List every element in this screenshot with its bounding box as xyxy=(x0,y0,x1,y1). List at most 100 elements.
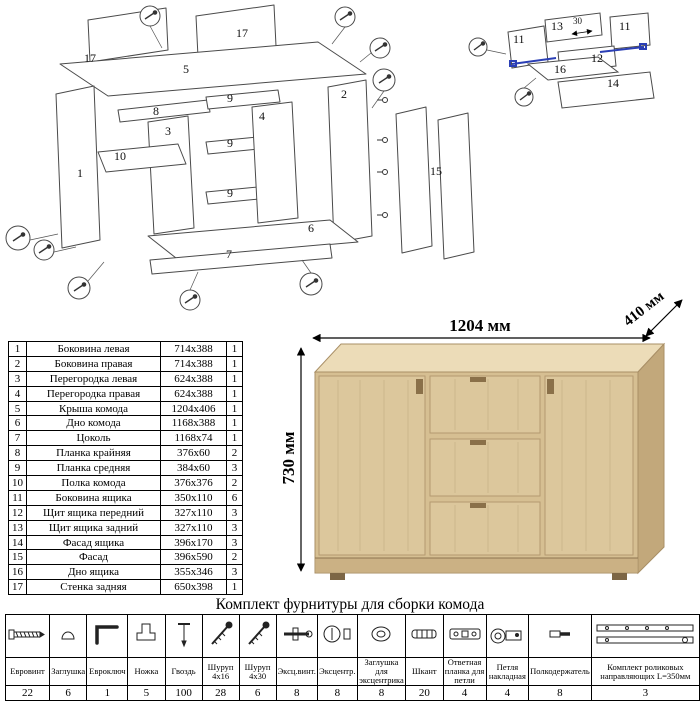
part-name: Боковина левая xyxy=(26,341,161,357)
hardware-item-qty: 6 xyxy=(48,685,88,701)
part-number-callout: 16 xyxy=(554,62,566,76)
callout-leader-lines xyxy=(29,25,537,291)
part-number-callout: 12 xyxy=(591,51,603,65)
hardware-item-label: Комплект роликовых направляющих L=350мм xyxy=(590,657,700,686)
foot-icon xyxy=(127,614,166,658)
part-name: Крыша комода xyxy=(26,400,161,417)
part-dims: 327x110 xyxy=(160,504,227,521)
hardware-item-qty: 8 xyxy=(275,685,318,701)
cam-fitting-icons xyxy=(377,97,388,218)
part-dims: 624x388 xyxy=(160,370,227,387)
part-number-callout: 11 xyxy=(619,19,631,33)
dimension-arrows xyxy=(296,299,683,572)
part-name: Фасад xyxy=(26,549,161,566)
part-dims: 384x60 xyxy=(160,460,227,477)
hardware-item-label: Полкодержатель xyxy=(528,657,592,686)
hardware-item-qty: 4 xyxy=(485,685,530,701)
part-num: 3 xyxy=(8,370,27,387)
part-name: Планка крайняя xyxy=(26,445,161,462)
part-num: 10 xyxy=(8,475,27,491)
hardware-item-qty: 22 xyxy=(5,685,50,701)
part-name: Боковина ящика xyxy=(26,489,161,506)
part-qty: 3 xyxy=(226,534,243,551)
hardware-item-qty: 100 xyxy=(164,685,203,701)
part-number-callout: 6 xyxy=(308,221,314,235)
part-name: Дно ящика xyxy=(26,564,161,581)
part-num: 12 xyxy=(8,504,27,521)
part-number-callout: 1 xyxy=(77,166,83,180)
part-dims: 650x398 xyxy=(160,579,227,596)
hardware-item-label: Евровинт xyxy=(5,657,50,686)
part-qty: 3 xyxy=(226,460,243,477)
part-qty: 1 xyxy=(226,355,243,372)
part-dims: 714x388 xyxy=(160,355,227,372)
hinge-plate-icon xyxy=(442,614,487,658)
part-qty: 3 xyxy=(226,519,243,536)
cam-cover-icon xyxy=(356,614,407,658)
part-number-callout: 9 xyxy=(227,136,233,150)
part-name: Стенка задняя xyxy=(26,579,161,596)
shelf-pin-icon xyxy=(528,614,592,658)
part-num: 9 xyxy=(8,460,27,477)
exploded-panels xyxy=(55,4,475,275)
roller-guide-icon xyxy=(509,43,647,67)
part-name: Перегородка правая xyxy=(26,385,161,402)
part-num: 11 xyxy=(8,489,27,506)
dresser-foot xyxy=(612,573,627,580)
part-number-callout: 9 xyxy=(227,91,233,105)
hardware-item-qty: 6 xyxy=(238,685,277,701)
part-num: 16 xyxy=(8,564,27,581)
part-dims: 1204x406 xyxy=(160,400,227,417)
hardware-item-label: Шкант xyxy=(405,657,444,686)
part-name: Цоколь xyxy=(26,430,161,447)
plug-icon xyxy=(48,614,88,658)
part-qty: 1 xyxy=(226,430,243,447)
detail-dimension-label: 30 xyxy=(573,16,582,26)
detail-dim-arrow xyxy=(571,28,593,37)
hardware-item-label: Ножка xyxy=(127,657,166,686)
part-num: 7 xyxy=(8,430,27,447)
cam-bolt-icon xyxy=(275,614,318,658)
part-name: Фасад ящика xyxy=(26,534,161,551)
part-qty: 1 xyxy=(226,400,243,417)
part-qty: 3 xyxy=(226,564,243,581)
part-num: 14 xyxy=(8,534,27,551)
nail-icon xyxy=(164,614,203,658)
cam-lock-icon xyxy=(316,614,358,658)
drawer-handle xyxy=(470,377,486,382)
part-qty: 1 xyxy=(226,370,243,387)
part-num: 15 xyxy=(8,549,27,566)
euro-screw-icon xyxy=(5,614,50,658)
part-qty: 1 xyxy=(226,579,243,596)
part-num: 6 xyxy=(8,415,27,432)
part-name: Дно комода xyxy=(26,415,161,432)
part-dims: 624x388 xyxy=(160,385,227,402)
part-qty: 6 xyxy=(226,489,243,506)
exploded-diagram: 17 5 17 8 3 9 4 2 10 9 9 1 6 7 15 13 11 … xyxy=(0,0,700,330)
hardware-item-qty: 8 xyxy=(356,685,407,701)
hardware-item-label: Заглушка xyxy=(48,657,88,686)
part-number-callout: 11 xyxy=(513,32,525,46)
hardware-item-label: Гвоздь xyxy=(164,657,203,686)
part-qty: 3 xyxy=(226,504,243,521)
width-dimension-label: 1204 мм xyxy=(449,316,511,335)
part-dims: 714x388 xyxy=(160,341,227,357)
part-number-callout: 9 xyxy=(227,186,233,200)
part-qty: 2 xyxy=(226,549,243,566)
part-qty: 1 xyxy=(226,385,243,402)
hardware-item-qty: 1 xyxy=(86,685,129,701)
screw-callout-icons xyxy=(12,10,532,304)
part-dims: 396x590 xyxy=(160,549,227,566)
part-name: Щит ящика задний xyxy=(26,519,161,536)
dresser-foot xyxy=(330,573,345,580)
hardware-item-label: Шуруп 4x30 xyxy=(238,657,277,686)
part-dims: 327x110 xyxy=(160,519,227,536)
